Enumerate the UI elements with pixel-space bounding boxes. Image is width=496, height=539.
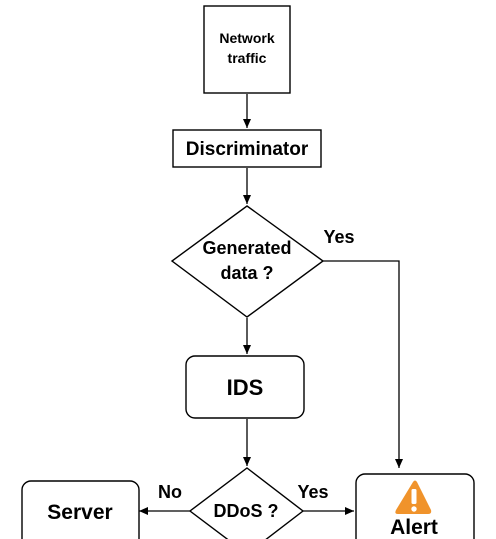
node-server-label: Server [47,501,112,524]
node-discriminator-label: Discriminator [186,139,309,160]
edge-label-generated-yes: Yes [323,227,354,247]
node-network-traffic-line2: traffic [228,50,267,66]
warning-icon [395,480,432,514]
edge-generated-yes-to-alert [323,260,403,468]
decision-generated-data-line2: data ? [220,263,273,283]
decision-generated-data: Generated data ? [170,205,325,318]
node-alert: Alert [355,473,475,539]
node-server: Server [21,480,140,539]
node-ids: IDS [185,355,305,419]
node-alert-label: Alert [390,516,438,539]
decision-ddos: DDoS ? [188,467,305,539]
edge-label-ddos-no: No [158,482,182,502]
node-ids-label: IDS [227,375,264,400]
node-discriminator: Discriminator [172,129,322,168]
decision-ddos-label: DDoS ? [214,501,279,521]
decision-generated-data-line1: Generated [202,238,291,258]
node-network-traffic: Network traffic [203,5,291,94]
edge-label-ddos-yes: Yes [297,482,328,502]
node-network-traffic-line1: Network [219,30,274,46]
